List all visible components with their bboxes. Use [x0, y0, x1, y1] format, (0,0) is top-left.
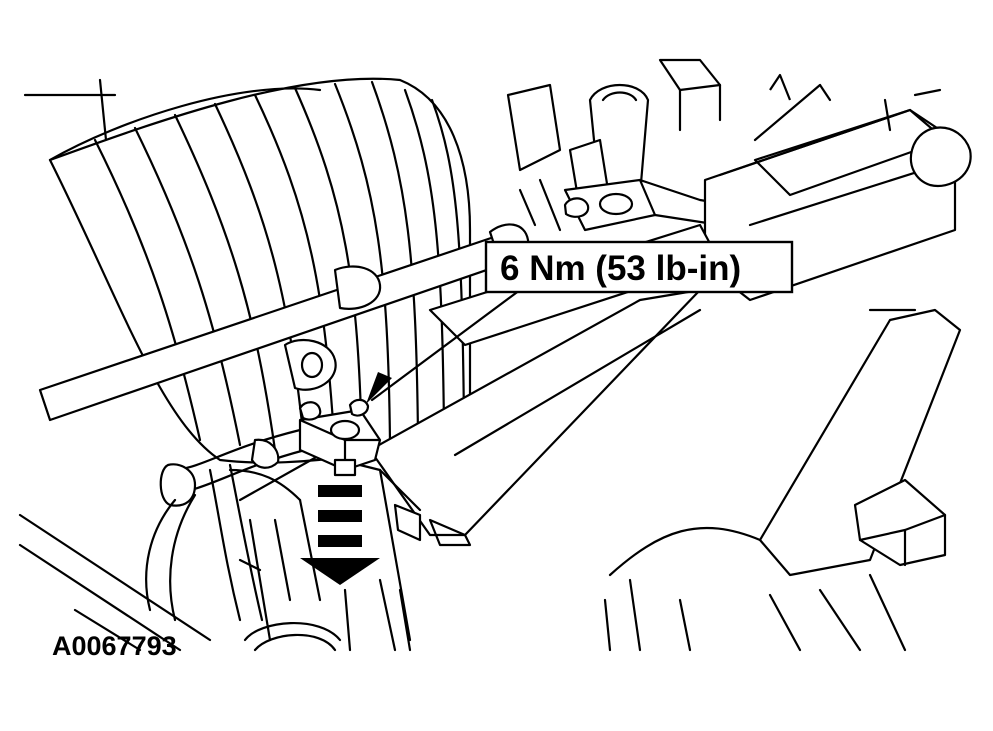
wiring-harness: [145, 428, 307, 622]
callout-leader: [366, 288, 522, 404]
sensor: [298, 398, 382, 477]
lower-block: [238, 453, 412, 652]
torque-callout: 6 Nm (53 lb-in): [484, 240, 794, 294]
torque-callout-text: 6 Nm (53 lb-in): [500, 249, 741, 288]
removal-arrow: [300, 485, 380, 585]
figure-id: A0067793: [52, 631, 177, 661]
upper-hoses: [506, 58, 722, 232]
right-engine-parts: [603, 308, 962, 652]
upper-bracket: [563, 178, 762, 232]
lower-bracket: [283, 338, 337, 391]
